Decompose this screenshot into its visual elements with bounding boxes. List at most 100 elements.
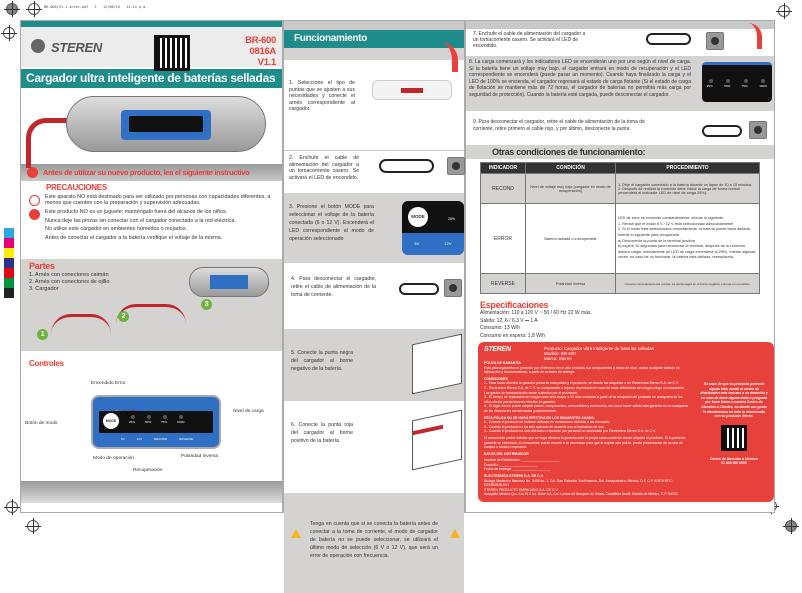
right-panel: 7. Enchufe el cable de alimentación del … — [465, 20, 775, 513]
label-mode-button: Botón de modo — [25, 421, 58, 426]
qr-code — [154, 35, 190, 71]
callout-3: 3 — [201, 299, 212, 310]
outlet-icon — [444, 279, 462, 297]
step-text: 2. Enchufe el cable de alimentación del … — [289, 155, 359, 181]
note-text: Tenga en cuenta que si se conecta la bat… — [310, 521, 438, 559]
product-image — [21, 88, 282, 168]
charger-image — [189, 267, 269, 297]
part-item: 2. Arnés con conectores de ojillo — [29, 279, 110, 285]
registration-mark-icon — [1, 25, 17, 41]
precaution-item: Antes de conectar el cargador a la bater… — [45, 235, 223, 242]
parts-title: Partes — [29, 261, 55, 271]
outlet-icon — [749, 121, 767, 139]
controls-title: Controles — [29, 359, 64, 368]
call-center: Centro de Atención a Clientes — [709, 456, 759, 461]
label-reverse: Polaridad inversa — [181, 454, 219, 459]
registration-mark-icon — [26, 1, 42, 17]
header-procedure: PROCEDIMIENTO — [615, 162, 760, 174]
part-item: 3. Cargador — [29, 286, 59, 292]
spec-item: Consumo: 13 W/h — [480, 325, 521, 331]
warranty-card: STEREN Producto: Cargador ultra intelige… — [478, 342, 774, 502]
color-bar — [4, 228, 14, 298]
arrow-icon — [440, 42, 458, 72]
steren-logo-icon — [31, 39, 45, 53]
operation-title: Funcionamiento — [284, 30, 464, 48]
precautions-list: Este aparato NO está destinado para ser … — [45, 194, 277, 241]
power-cord — [646, 33, 691, 45]
code: 0816A — [249, 46, 277, 57]
label-power-error: Encendido Error — [91, 381, 126, 386]
registration-mark-icon — [4, 499, 20, 515]
print-header: BR-600/V1.1-inter.pdf 1 12/08/16 12:14 p… — [44, 5, 148, 9]
registration-mark-icon — [4, 1, 20, 17]
level-panel-image: 25%50%75%100% — [702, 62, 772, 102]
step-1: 1. Seleccione el tipo de puntas que se a… — [284, 42, 464, 150]
step-6: 6. Conecte la punta roja del cargador al… — [284, 401, 464, 493]
level-led: 75% — [161, 415, 169, 424]
page-title: Cargador ultra inteligente de baterías s… — [21, 69, 282, 88]
precaution-item: No utilice este cargador en ambientes hú… — [45, 226, 188, 233]
battery-image — [412, 333, 462, 395]
step-text: 9. Para desconectar el cargador, retire … — [473, 119, 645, 132]
step-text: 8. La carga comenzará y los indicadores … — [469, 59, 691, 98]
operation-panel: Funcionamiento 1. Seleccione el tipo de … — [283, 20, 465, 593]
precaution-item: Este aparato NO está destinado para ser … — [45, 194, 271, 207]
specs-title: Especificaciones — [480, 300, 549, 310]
side-note: En caso de que su producto presente algu… — [700, 382, 768, 419]
registration-mark-icon — [776, 3, 792, 19]
warning-text: Antes de utilizar su nuevo producto, lea… — [43, 168, 250, 177]
specs-section: Especificaciones Alimentación: 110 a 120… — [466, 294, 774, 340]
outlet-icon — [447, 157, 465, 175]
level-led: 100% — [177, 415, 185, 424]
step-7: 7. Enchufe el cable de alimentación del … — [466, 23, 774, 56]
label-operation-mode: Modo de operación — [93, 456, 135, 461]
registration-mark-icon — [25, 518, 41, 534]
step-text: 4. Para desconectar el cargador, retire … — [291, 276, 376, 298]
precautions-section: PRECAUCIONES Este aparato NO está destin… — [21, 181, 282, 259]
spec-item: Consumo en espera: 1,8 W/h — [480, 332, 546, 339]
version: V1.1 — [257, 57, 277, 68]
power-cord — [399, 283, 439, 295]
no-children-icon — [29, 195, 40, 206]
label-charge-level: Nivel de carga — [233, 409, 264, 414]
step-9: 9. Para desconectar el cargador, retire … — [466, 111, 774, 145]
specs-list: Alimentación: 110 a 120 V ~ 50 / 60 Hz 2… — [480, 310, 774, 340]
arrow-icon — [748, 23, 762, 49]
step-text: 1. Seleccione el tipo de puntas que se a… — [289, 80, 355, 113]
precaution-item: Nunca deje las pinzas sin conectar con e… — [45, 217, 236, 224]
step-5: 5. Conecte la punta negra del cargador a… — [284, 329, 464, 401]
callout-1: 1 — [37, 329, 48, 340]
step-2: 2. Enchufe el cable de alimentación del … — [284, 150, 465, 193]
spec-item: Salida: 12, 6 / 6,3 V ⎓ 1 A — [480, 317, 538, 324]
step-8: 8. La carga comenzará y los indicadores … — [466, 56, 774, 111]
level-led: 50% — [145, 415, 153, 424]
header-condition: CONDICIÓN — [525, 162, 616, 174]
precautions-title: PRECAUCIONES — [46, 183, 107, 192]
step-4: 4. Para desconectar el cargador, retire … — [284, 263, 464, 329]
mode-button: MODE — [408, 207, 428, 227]
warranty-logo: STEREN — [484, 346, 511, 353]
outlet-icon — [706, 32, 724, 50]
connector-image — [372, 80, 452, 100]
ring-harness — [116, 304, 186, 324]
no-toy-icon — [29, 209, 40, 220]
note: Tenga en cuenta que si se conecta la bat… — [284, 493, 464, 593]
registration-mark-icon — [783, 518, 799, 534]
precaution-item: Este producto NO es un juguete; manténga… — [45, 208, 228, 215]
step-3: 3. Presione el botón MODE para seleccion… — [284, 193, 464, 263]
spec-item: Alimentación: 110 a 120 V ~ 50 / 60 Hz 2… — [480, 310, 592, 316]
step-text: 7. Enchufe el cable de alimentación del … — [473, 31, 586, 49]
header-indicator: INDICADOR — [480, 162, 526, 174]
callout-2: 2 — [118, 311, 129, 322]
mode-button[interactable]: MODE — [103, 413, 119, 429]
label-recovery: Recuperación — [133, 468, 163, 473]
power-cord — [379, 159, 434, 173]
